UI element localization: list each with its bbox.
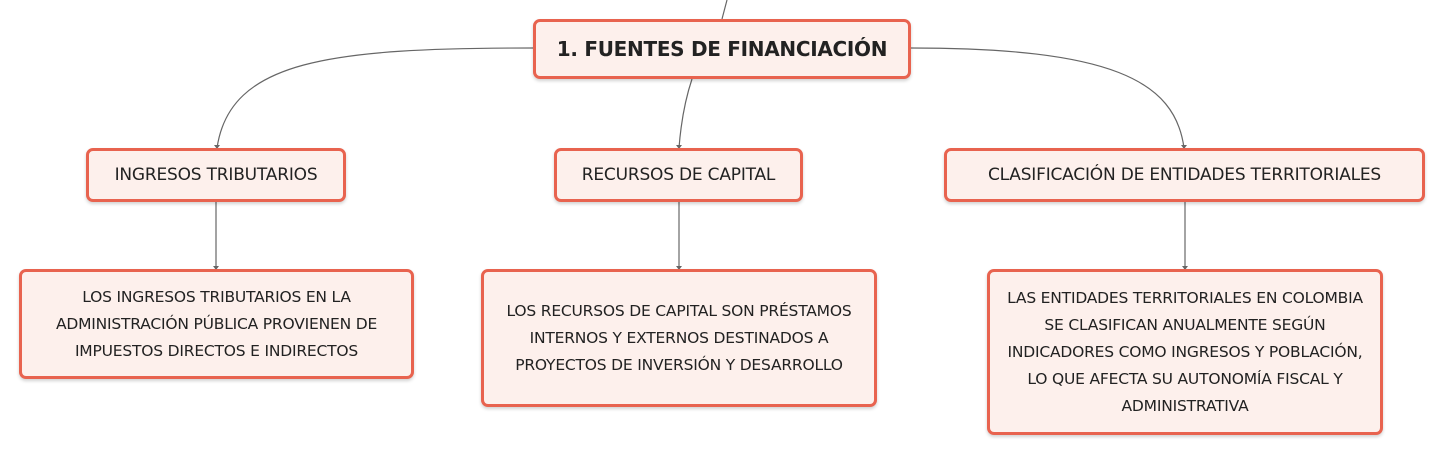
branch-node-ingresos-tributarios[interactable]: INGRESOS TRIBUTARIOS	[86, 148, 346, 202]
root-node[interactable]: 1. FUENTES DE FINANCIACIÓN	[533, 19, 911, 79]
connector-root-to-recursos	[678, 78, 693, 149]
root-node-label: 1. FUENTES DE FINANCIACIÓN	[556, 37, 888, 61]
arrowhead-recursos-detail	[676, 266, 682, 270]
detail-node-text: LAS ENTIDADES TERRITORIALES EN COLOMBIA …	[1007, 288, 1363, 415]
branch-node-label: INGRESOS TRIBUTARIOS	[114, 165, 318, 185]
connector-root-to-clasificacion	[910, 47, 1185, 149]
arrowhead-clasificacion-detail	[1182, 266, 1188, 270]
branch-node-clasificacion-entidades[interactable]: CLASIFICACIÓN DE ENTIDADES TERRITORIALES	[944, 148, 1425, 202]
connector-root-to-ingresos	[216, 47, 534, 149]
branch-node-recursos-de-capital[interactable]: RECURSOS DE CAPITAL	[554, 148, 803, 202]
branch-node-label: RECURSOS DE CAPITAL	[581, 165, 776, 185]
detail-node-clasificacion-entidades[interactable]: LAS ENTIDADES TERRITORIALES EN COLOMBIA …	[987, 269, 1383, 435]
detail-node-text: LOS INGRESOS TRIBUTARIOS EN LA ADMINISTR…	[55, 287, 378, 360]
detail-node-recursos-de-capital[interactable]: LOS RECURSOS DE CAPITAL SON PRÉSTAMOS IN…	[481, 269, 877, 407]
connector-parent-to-root	[721, 0, 728, 20]
branch-node-label: CLASIFICACIÓN DE ENTIDADES TERRITORIALES	[987, 165, 1382, 185]
detail-node-text: LOS RECURSOS DE CAPITAL SON PRÉSTAMOS IN…	[506, 301, 852, 374]
detail-node-ingresos-tributarios[interactable]: LOS INGRESOS TRIBUTARIOS EN LA ADMINISTR…	[19, 269, 414, 379]
arrowhead-recursos	[676, 145, 682, 149]
arrowhead-ingresos	[214, 145, 220, 149]
arrowhead-ingresos-detail	[213, 266, 219, 270]
arrowhead-clasificacion	[1181, 145, 1187, 149]
